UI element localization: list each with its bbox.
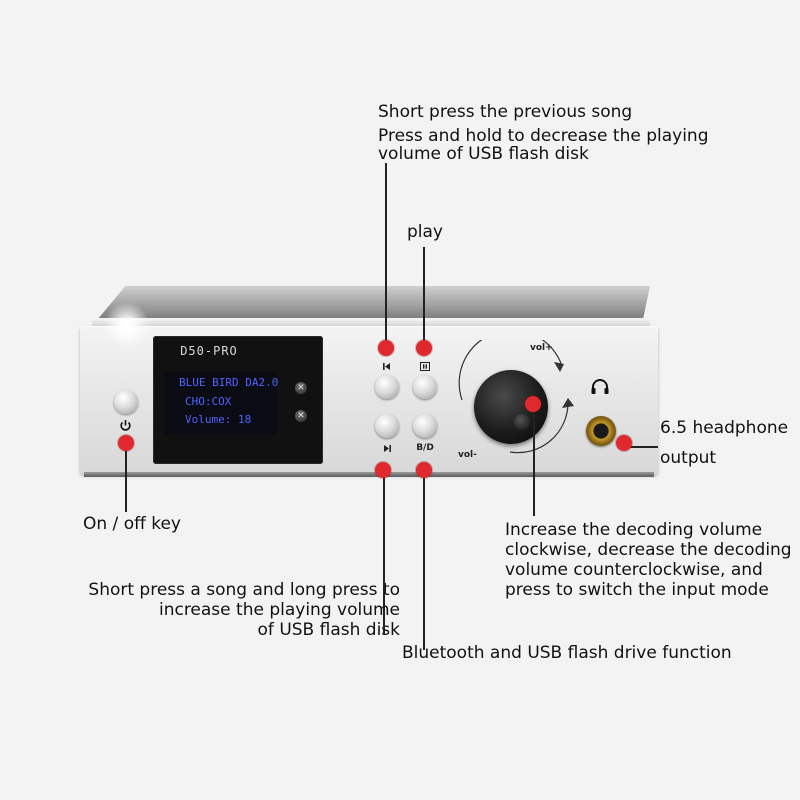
leader-knob bbox=[533, 410, 535, 516]
power-callout: On / off key bbox=[83, 514, 181, 534]
headphone-callout-line2: output bbox=[660, 448, 717, 468]
bluetooth-callout: Bluetooth and USB flash drive function bbox=[402, 643, 732, 663]
play-callout: play bbox=[407, 222, 443, 242]
marker-power bbox=[118, 435, 134, 451]
close-icon: ✕ bbox=[295, 382, 307, 394]
headphone-callout-line1: 6.5 headphone bbox=[660, 418, 789, 438]
bluetooth-usb-button[interactable] bbox=[413, 414, 437, 438]
previous-track-icon bbox=[383, 363, 390, 370]
marker-headphone bbox=[616, 435, 632, 451]
screen-line-2: CHO:COX bbox=[185, 395, 232, 408]
leader-play bbox=[423, 247, 425, 348]
prev-song-callout-line3: volume of USB flash disk bbox=[378, 144, 589, 164]
vol-plus-label: vol+ bbox=[530, 343, 553, 353]
knob-callout-line2: clockwise, decrease the decoding bbox=[505, 540, 792, 560]
volume-arcs bbox=[458, 340, 574, 454]
prev-song-callout-line1: Short press the previous song bbox=[378, 102, 633, 122]
leader-headphone bbox=[628, 446, 658, 448]
headphone-icon bbox=[591, 379, 609, 394]
marker-next-song bbox=[375, 462, 391, 478]
power-icon bbox=[120, 420, 131, 431]
next-song-callout-line3: of USB flash disk bbox=[257, 620, 400, 640]
next-track-button[interactable] bbox=[375, 414, 399, 438]
prev-song-callout-line2: Press and hold to decrease the playing bbox=[378, 126, 709, 146]
knob-dimple bbox=[514, 414, 530, 430]
device-top-edge bbox=[92, 318, 650, 328]
knob-callout-line3: volume counterclockwise, and bbox=[505, 560, 763, 580]
leader-power bbox=[125, 450, 127, 512]
knob-callout-line4: press to switch the input mode bbox=[505, 580, 769, 600]
marker-bluetooth bbox=[416, 462, 432, 478]
knob-callout-line1: Increase the decoding volume bbox=[505, 520, 763, 540]
display-panel: D50-PRO BLUE BIRD DA2.0 CHO:COX Volume: … bbox=[153, 336, 323, 464]
screen-line-3: Volume: 18 bbox=[185, 413, 252, 426]
oled-screen bbox=[165, 372, 277, 434]
play-button[interactable] bbox=[413, 375, 437, 399]
next-song-callout-line1: Short press a song and long press to bbox=[88, 580, 400, 600]
headphone-jack[interactable] bbox=[586, 416, 616, 446]
screen-line-1: BLUE BIRD DA2.0 bbox=[179, 376, 279, 389]
leader-bluetooth bbox=[423, 474, 425, 650]
vol-minus-label: vol- bbox=[458, 450, 477, 460]
close-icon: ✕ bbox=[295, 410, 307, 422]
light-flare bbox=[104, 302, 150, 348]
device-bottom-edge bbox=[84, 472, 654, 477]
power-button[interactable] bbox=[114, 390, 138, 414]
leader-next-song bbox=[383, 474, 385, 634]
model-name: D50-PRO bbox=[180, 344, 238, 358]
marker-play bbox=[416, 340, 432, 356]
next-track-icon bbox=[384, 445, 391, 452]
previous-track-button[interactable] bbox=[375, 375, 399, 399]
marker-knob bbox=[525, 396, 541, 412]
bd-button-label: B/D bbox=[416, 443, 434, 453]
next-song-callout-line2: increase the playing volume bbox=[158, 600, 400, 620]
play-pause-icon bbox=[420, 362, 430, 371]
marker-prev-song bbox=[378, 340, 394, 356]
leader-prev-song bbox=[385, 163, 387, 348]
